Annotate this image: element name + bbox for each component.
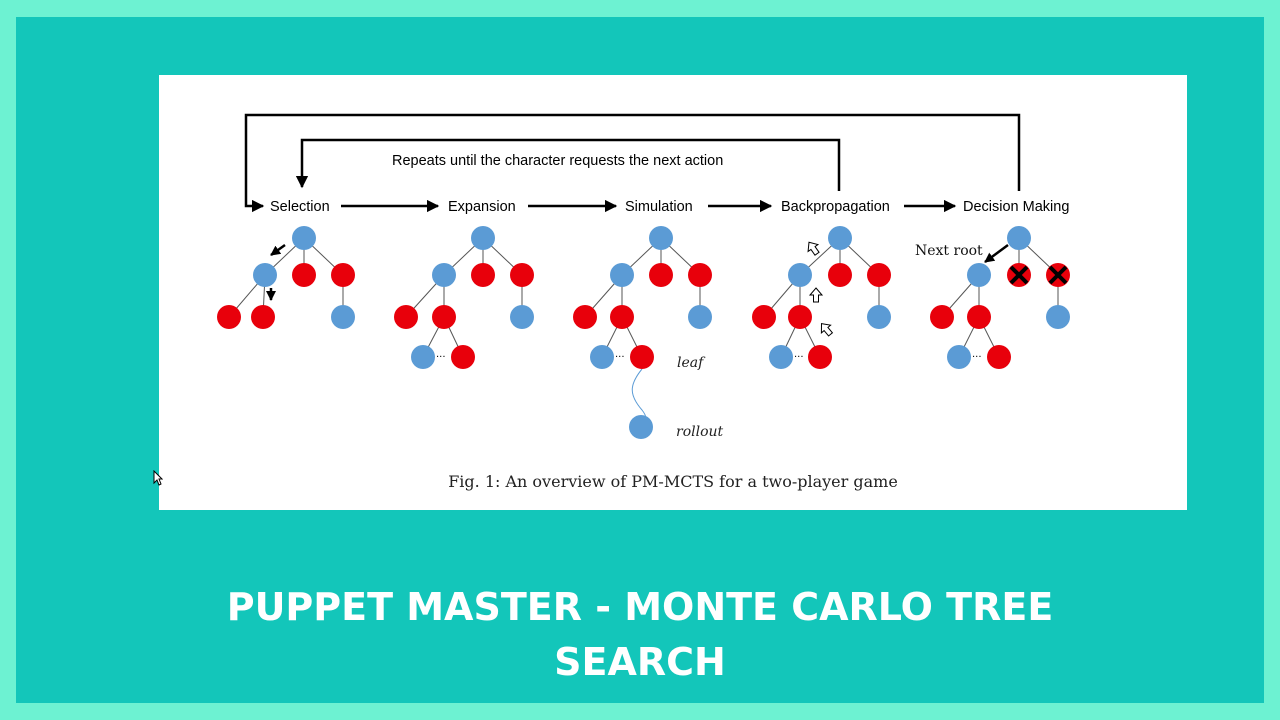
repeat-label: Repeats until the character requests the… (392, 153, 723, 169)
tree-simulation: ··· leaf rollout (573, 226, 724, 440)
tree-backpropagation: ··· (752, 226, 891, 369)
tree-node (251, 305, 275, 329)
tree-node (967, 263, 991, 287)
tree-node (471, 263, 495, 287)
tree-node (1007, 226, 1031, 250)
tree-node (788, 263, 812, 287)
tree-node (573, 305, 597, 329)
tree-node (394, 305, 418, 329)
tree-node (510, 305, 534, 329)
tree-node (451, 345, 475, 369)
tree-node (769, 345, 793, 369)
stage-label-decision-making: Decision Making (963, 199, 1069, 215)
figure-caption: Fig. 1: An overview of PM-MCTS for a two… (448, 472, 898, 491)
tree-node (331, 305, 355, 329)
mcts-figure: Repeats until the character requests the… (159, 75, 1187, 510)
stage-label-backpropagation: Backpropagation (781, 199, 890, 215)
tree-node (471, 226, 495, 250)
tree-node (610, 305, 634, 329)
backprop-arrow-icon (807, 241, 820, 256)
inner-loop-line (295, 138, 841, 191)
tree-node (867, 263, 891, 287)
tree-node (828, 226, 852, 250)
tree-node (808, 345, 832, 369)
video-title: PUPPET MASTER - MONTE CARLO TREE SEARCH (0, 580, 1280, 690)
ellipsis: ··· (436, 352, 446, 363)
tree-selection (217, 226, 355, 329)
tree-node (649, 263, 673, 287)
tree-decision-making: ··· Next root (915, 226, 1070, 369)
tree-node (510, 263, 534, 287)
leaf-label: leaf (677, 355, 706, 371)
tree-node (867, 305, 891, 329)
tree-node (630, 345, 654, 369)
tree-node (987, 345, 1011, 369)
tree-node (292, 226, 316, 250)
stage-label-selection: Selection (270, 199, 330, 215)
tree-node (292, 263, 316, 287)
rollout-label: rollout (676, 424, 724, 440)
mcts-diagram: Repeats until the character requests the… (217, 113, 1070, 440)
tree-node (432, 263, 456, 287)
tree-node (590, 345, 614, 369)
next-root-label: Next root (915, 243, 983, 259)
ellipsis: ··· (615, 352, 625, 363)
tree-node (828, 263, 852, 287)
pruned-x-icon (1009, 265, 1029, 285)
tree-node (610, 263, 634, 287)
backprop-arrow-icon (808, 287, 824, 303)
tree-node (930, 305, 954, 329)
tree-node (688, 305, 712, 329)
stage-label-simulation: Simulation (625, 199, 693, 215)
tree-node (217, 305, 241, 329)
title-line-2: SEARCH (554, 640, 726, 684)
tree-expansion: ··· (394, 226, 534, 369)
tree-node (947, 345, 971, 369)
tree-node (253, 263, 277, 287)
tree-node (432, 305, 456, 329)
tree-node (688, 263, 712, 287)
tree-node (1046, 305, 1070, 329)
tree-node (788, 305, 812, 329)
ellipsis: ··· (972, 352, 982, 363)
tree-node (752, 305, 776, 329)
outer-loop-line (244, 113, 1021, 213)
next-root-arrow (984, 243, 1009, 264)
tree-node (411, 345, 435, 369)
rollout-node (629, 415, 653, 439)
pruned-x-icon (1048, 265, 1068, 285)
title-line-1: PUPPET MASTER - MONTE CARLO TREE (226, 585, 1054, 629)
selection-arrow (270, 243, 286, 257)
tree-node (967, 305, 991, 329)
ellipsis: ··· (794, 352, 804, 363)
tree-node (649, 226, 673, 250)
tree-node (331, 263, 355, 287)
mouse-cursor-icon (153, 470, 163, 486)
backprop-arrow-icon (820, 323, 834, 337)
stage-label-expansion: Expansion (448, 199, 516, 215)
